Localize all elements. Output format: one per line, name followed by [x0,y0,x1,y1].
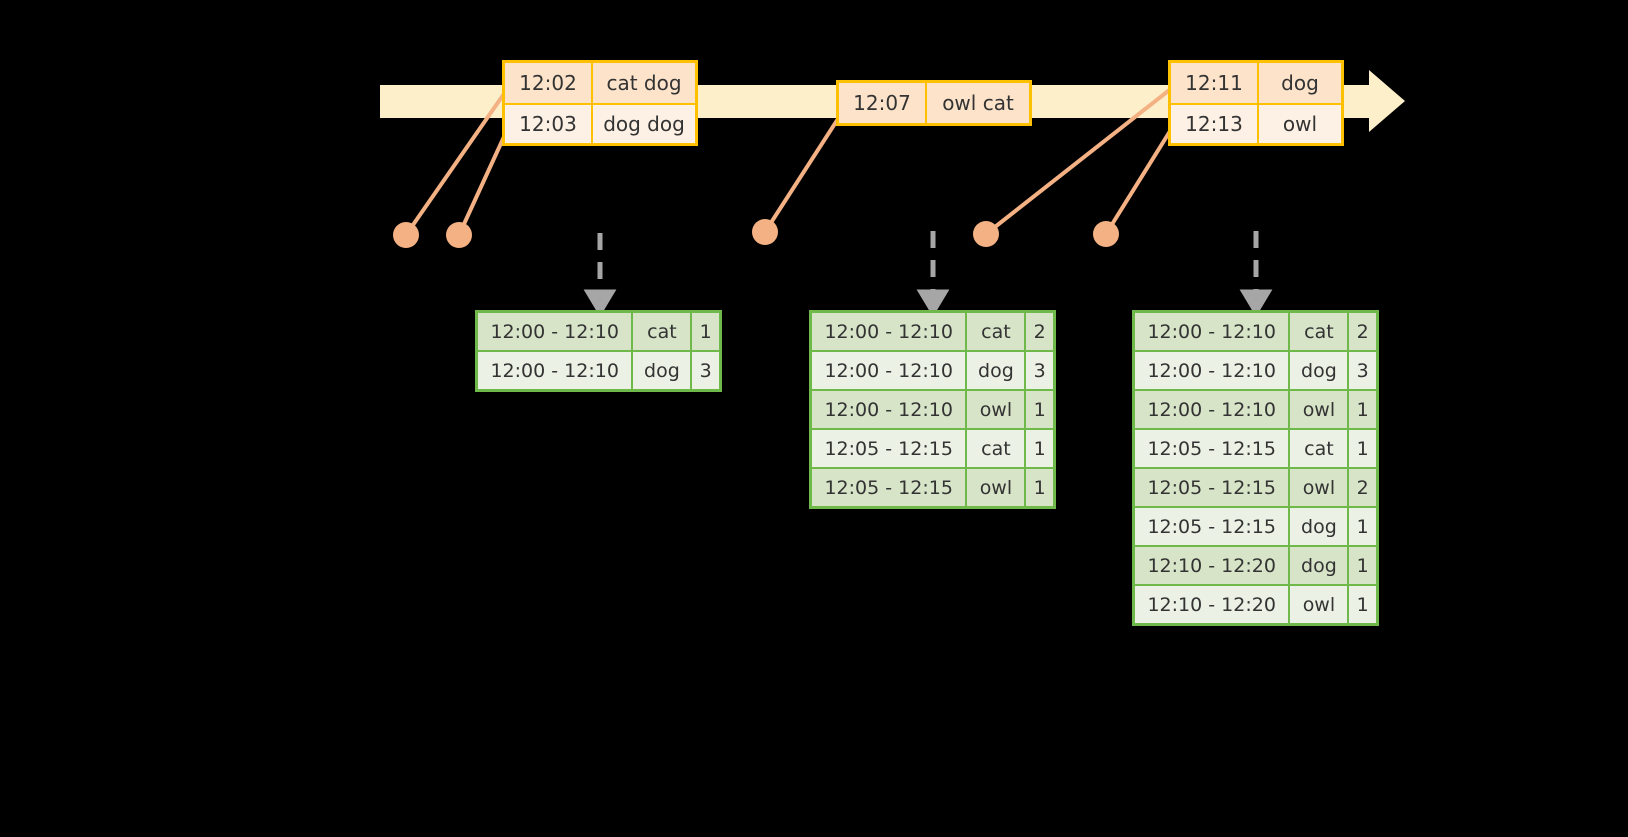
window-cell: 12:05 - 12:15 [812,430,966,467]
window-cell: 12:05 - 12:15 [1135,469,1289,506]
count-cell: 1 [1349,430,1376,467]
event-words: dog [1281,71,1319,95]
word-cell: dog [633,352,691,389]
window-cell: 12:00 - 12:10 [812,352,966,389]
word-cell: owl [967,391,1025,428]
word-cell: cat [1290,430,1348,467]
event-time: 12:13 [1171,105,1259,143]
connector-line-1202 [404,86,510,237]
connector-line-1207 [763,106,847,234]
connector-dots [393,219,1119,248]
event-time: 12:03 [505,105,593,143]
event-row[interactable]: 12:07 owl cat [839,83,1029,123]
word-cell: dog [1290,547,1348,584]
connector-dot-1213 [1093,221,1119,247]
connector-dot-1211 [973,221,999,247]
event-group-3[interactable]: 12:11 dog 12:13 owl [1168,60,1344,146]
event-row[interactable]: 12:11 dog [1171,63,1341,103]
event-words: owl [1282,112,1318,136]
word-cell: owl [1290,469,1348,506]
window-cell: 12:05 - 12:15 [1135,508,1289,545]
count-cell: 3 [1026,352,1053,389]
event-row[interactable]: 12:03 dog dog [505,103,695,143]
window-cell: 12:05 - 12:15 [812,469,966,506]
connector-line-1213 [1104,126,1174,236]
count-cell: 3 [1349,352,1376,389]
window-cell: 12:00 - 12:10 [1135,352,1289,389]
window-cell: 12:00 - 12:10 [478,352,632,389]
event-time: 12:07 [839,83,927,123]
count-cell: 1 [1026,430,1053,467]
window-cell: 12:10 - 12:20 [1135,586,1289,623]
word-cell: cat [633,313,691,350]
count-cell: 1 [1026,469,1053,506]
connector-line-1203 [457,126,510,237]
window-cell: 12:00 - 12:10 [812,313,966,350]
event-words: owl cat [942,91,1014,115]
event-time: 12:02 [505,63,593,103]
window-cell: 12:00 - 12:10 [812,391,966,428]
connector-dot-1203 [446,222,472,248]
event-time: 12:11 [1171,63,1259,103]
event-group-2[interactable]: 12:07 owl cat [836,80,1032,126]
count-cell: 3 [692,352,719,389]
dashed-arrow-to-table-3 [1239,231,1273,317]
event-row[interactable]: 12:02 cat dog [505,63,695,103]
count-cell: 2 [1349,313,1376,350]
window-cell: 12:00 - 12:10 [478,313,632,350]
connector-dot-1202 [393,222,419,248]
word-cell: cat [967,430,1025,467]
dashed-arrows [583,231,1273,317]
count-cell: 2 [1026,313,1053,350]
word-cell: dog [1290,508,1348,545]
count-cell: 1 [1349,508,1376,545]
count-cell: 2 [1349,469,1376,506]
dashed-arrow-to-table-2 [916,231,950,317]
word-cell: dog [967,352,1025,389]
count-cell: 1 [1026,391,1053,428]
count-cell: 1 [1349,586,1376,623]
event-group-1[interactable]: 12:02 cat dog 12:03 dog dog [502,60,698,146]
event-words: dog dog [603,112,685,136]
word-cell: cat [967,313,1025,350]
event-row[interactable]: 12:13 owl [1171,103,1341,143]
window-cell: 12:00 - 12:10 [1135,313,1289,350]
word-cell: cat [1290,313,1348,350]
connector-dot-1207 [752,219,778,245]
word-cell: owl [967,469,1025,506]
window-cell: 12:05 - 12:15 [1135,430,1289,467]
word-cell: owl [1290,391,1348,428]
count-cell: 1 [692,313,719,350]
dashed-arrow-to-table-1 [583,233,617,317]
window-cell: 12:10 - 12:20 [1135,547,1289,584]
event-words: cat dog [606,71,682,95]
count-cell: 1 [1349,391,1376,428]
word-cell: owl [1290,586,1348,623]
word-cell: dog [1290,352,1348,389]
window-cell: 12:00 - 12:10 [1135,391,1289,428]
count-cell: 1 [1349,547,1376,584]
